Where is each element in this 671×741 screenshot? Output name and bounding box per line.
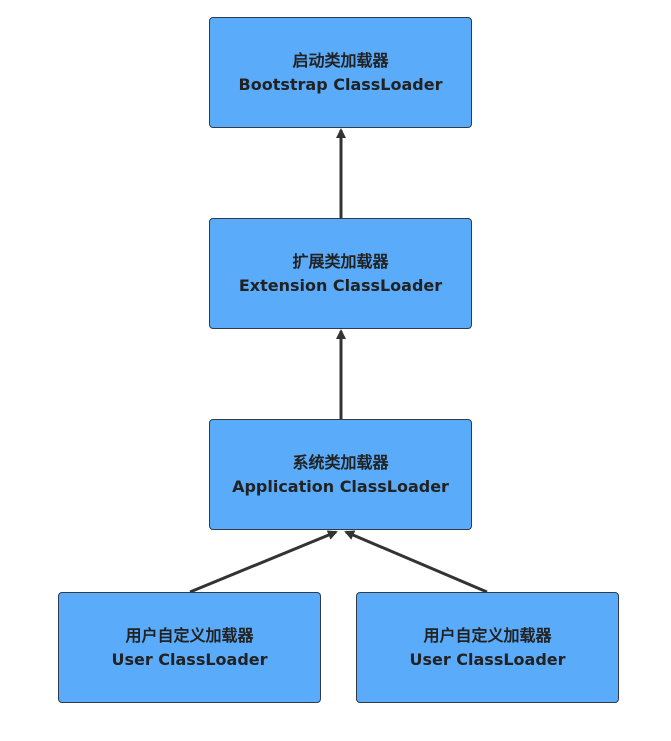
node-label-en: User ClassLoader: [111, 649, 268, 669]
user-classloader-box-left: 用户自定义加载器 User ClassLoader: [58, 592, 321, 703]
bootstrap-classloader-box: 启动类加载器 Bootstrap ClassLoader: [209, 17, 472, 128]
user-classloader-box-right: 用户自定义加载器 User ClassLoader: [356, 592, 619, 703]
node-label-zh: 系统类加载器: [292, 452, 389, 472]
extension-classloader-box: 扩展类加载器 Extension ClassLoader: [209, 218, 472, 329]
node-label-en: User ClassLoader: [409, 649, 566, 669]
node-label-zh: 启动类加载器: [292, 50, 389, 70]
node-label-zh: 用户自定义加载器: [423, 625, 552, 645]
node-label-zh: 扩展类加载器: [292, 251, 389, 271]
node-label-en: Application ClassLoader: [232, 476, 449, 496]
node-label-en: Extension ClassLoader: [238, 275, 443, 295]
node-label-zh: 用户自定义加载器: [125, 625, 254, 645]
arrow-user1-to-application: [189, 530, 338, 594]
node-label-en: Bootstrap ClassLoader: [238, 74, 443, 94]
arrow-user2-to-application: [344, 530, 488, 594]
application-classloader-box: 系统类加载器 Application ClassLoader: [209, 419, 472, 530]
